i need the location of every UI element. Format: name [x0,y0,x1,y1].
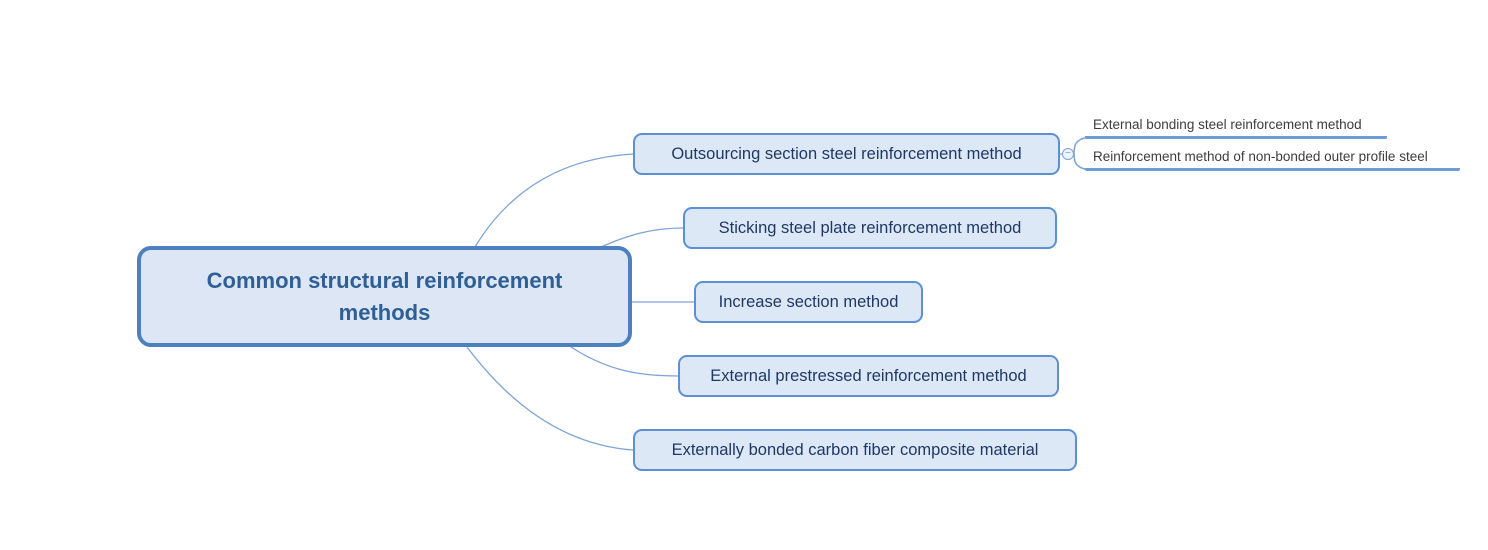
leaf-node-non-bonded[interactable]: Reinforcement method of non-bonded outer… [1085,148,1460,171]
connector-branch-carbon [466,346,634,451]
branch-node-label: Externally bonded carbon fiber composite… [671,440,1039,459]
connector-branch-outsourcing [474,153,634,248]
branch-node-increase-section[interactable]: Increase section method [694,281,923,323]
branch-node-label: External prestressed reinforcement metho… [710,366,1027,385]
children-brace-icon [1073,136,1088,171]
branch-node-sticking-steel-plate[interactable]: Sticking steel plate reinforcement metho… [683,207,1057,249]
root-node-label: Common structural reinforcement methods [206,267,563,325]
root-node[interactable]: Common structural reinforcement methods [137,246,632,347]
branch-node-label: Outsourcing section steel reinforcement … [671,144,1022,163]
branch-node-outsourcing[interactable]: Outsourcing section steel reinforcement … [633,133,1060,175]
connector-branch-sticking [600,227,684,248]
branch-node-label: Increase section method [718,292,899,311]
branch-node-carbon-fiber[interactable]: Externally bonded carbon fiber composite… [633,429,1077,471]
branch-node-external-prestressed[interactable]: External prestressed reinforcement metho… [678,355,1059,397]
collapse-toggle-button[interactable]: − [1062,148,1074,160]
leaf-node-label: External bonding steel reinforcement met… [1093,117,1362,132]
minus-icon: − [1065,148,1071,159]
branch-node-label: Sticking steel plate reinforcement metho… [718,218,1022,237]
connector-branch-prestressed [570,346,679,377]
leaf-node-external-bonding[interactable]: External bonding steel reinforcement met… [1085,116,1387,139]
leaf-node-label: Reinforcement method of non-bonded outer… [1093,149,1428,164]
